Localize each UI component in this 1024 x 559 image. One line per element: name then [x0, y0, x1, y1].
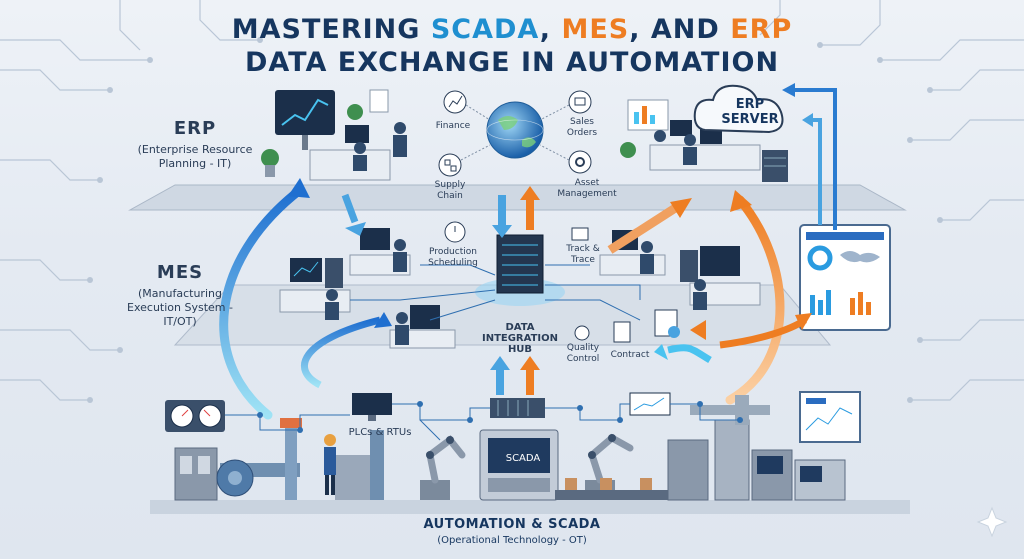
title-scada: SCADA	[430, 14, 540, 45]
erp-left-workstation	[261, 89, 407, 181]
supply-label-line-1: Supply	[434, 180, 466, 190]
worker-figure	[324, 434, 336, 495]
erp-layer-desc-2: Planning - IT)	[158, 157, 232, 170]
robot-arm-left	[420, 435, 466, 500]
erp-layer-label: ERP (Enterprise Resource Planning - IT)	[120, 118, 270, 171]
erp-server-cloud	[693, 84, 784, 134]
control-cabinet	[174, 447, 218, 501]
title-line-2: DATA EXCHANGE IN AUTOMATION	[244, 47, 780, 78]
quality-line-2: Control	[566, 354, 600, 364]
ot-layer-desc: (Operational Technology - OT)	[437, 535, 587, 546]
analytics-dashboard	[799, 224, 891, 331]
gauge-panel	[165, 400, 225, 432]
track-line-1: Track &	[566, 244, 600, 254]
erp-platform	[128, 184, 907, 211]
mes-left-workstation	[279, 228, 456, 349]
mes-layer-desc-3: IT/OT)	[163, 315, 197, 328]
scada-screen-label: SCADA	[505, 453, 541, 464]
mes-layer-desc-2: Execution System -	[127, 301, 233, 314]
ot-floor	[150, 500, 910, 514]
sales-orders-icon	[568, 90, 592, 114]
finance-icon	[443, 90, 467, 114]
plc-monitor	[352, 393, 392, 421]
finance-label: Finance	[435, 121, 471, 131]
sales-orders-label: Sales Orders	[560, 117, 604, 139]
checklist-icon	[654, 309, 680, 338]
asset-management-icon	[568, 150, 592, 174]
mes-layer-name: MES	[156, 262, 204, 283]
title-mastering: MASTERING	[231, 14, 431, 45]
title-mes: MES	[561, 14, 630, 45]
plc-rack	[490, 398, 545, 418]
quality-control-icon	[574, 325, 590, 341]
mes-connector-lines	[350, 264, 641, 321]
ot-layer-name: AUTOMATION & SCADA	[423, 517, 601, 532]
hub-line-2: INTEGRATION	[481, 333, 559, 344]
globe-icon	[486, 101, 544, 159]
erp-layer-desc-1: (Enterprise Resource	[137, 143, 253, 156]
sales-label-line-1: Sales	[570, 117, 594, 127]
contract-icon	[613, 321, 631, 343]
supply-chain-label: Supply Chain	[428, 180, 472, 202]
sparkle-icon	[976, 506, 1008, 538]
supply-chain-icon	[438, 153, 462, 177]
pump-and-pipes	[216, 418, 384, 500]
production-line-1: Production	[429, 247, 477, 257]
mes-layer-label: MES (Manufacturing Execution System - IT…	[95, 262, 265, 329]
title-sep-2: , AND	[629, 14, 731, 45]
erp-connector-lines	[460, 104, 570, 161]
asset-label-line-1: Asset	[574, 178, 600, 188]
mes-layer-desc-1: (Manufacturing	[138, 287, 222, 300]
stopwatch-icon	[444, 221, 466, 243]
track-trace-label: Track & Trace	[558, 244, 608, 266]
title-erp: ERP	[730, 14, 793, 45]
sales-label-line-2: Orders	[566, 128, 598, 138]
right-factory-machines	[667, 395, 846, 501]
contract-label: Contract	[610, 350, 650, 360]
trend-monitor	[629, 392, 671, 416]
data-integration-hub-label: DATA INTEGRATION HUB	[470, 322, 570, 355]
data-integration-hub	[475, 234, 565, 306]
track-line-2: Trace	[571, 255, 595, 265]
ot-dashboard	[799, 391, 861, 443]
title-sep-1: ,	[539, 14, 562, 45]
supply-label-line-2: Chain	[437, 191, 463, 201]
erp-server-line-2: SERVER	[721, 112, 779, 127]
conveyor-belt	[555, 478, 675, 500]
ot-connector-lines	[225, 403, 740, 441]
hub-line-3: HUB	[507, 344, 533, 355]
barcode-icon	[571, 227, 589, 241]
asset-management-label: Asset Management	[552, 178, 622, 200]
production-line-2: Scheduling	[428, 258, 478, 268]
title-line-1: MASTERING SCADA, MES, AND ERP	[0, 14, 1024, 45]
erp-server-label: ERP SERVER	[705, 97, 795, 127]
erp-server-line-1: ERP	[735, 97, 765, 112]
quality-line-1: Quality	[566, 343, 600, 353]
production-scheduling-label: Production Scheduling	[418, 247, 488, 269]
ot-connector-nodes	[257, 401, 743, 433]
asset-label-line-2: Management	[557, 189, 617, 199]
hub-line-1: DATA	[505, 322, 535, 333]
quality-control-label: Quality Control	[558, 343, 608, 365]
erp-right-workstation	[620, 99, 788, 182]
scada-terminal	[479, 429, 559, 501]
data-flow-arrows-blue	[219, 83, 837, 420]
plcs-rtus-label: PLCs & RTUs	[348, 427, 412, 438]
erp-layer-name: ERP	[173, 118, 217, 139]
data-flow-arrows-orange	[520, 186, 812, 405]
